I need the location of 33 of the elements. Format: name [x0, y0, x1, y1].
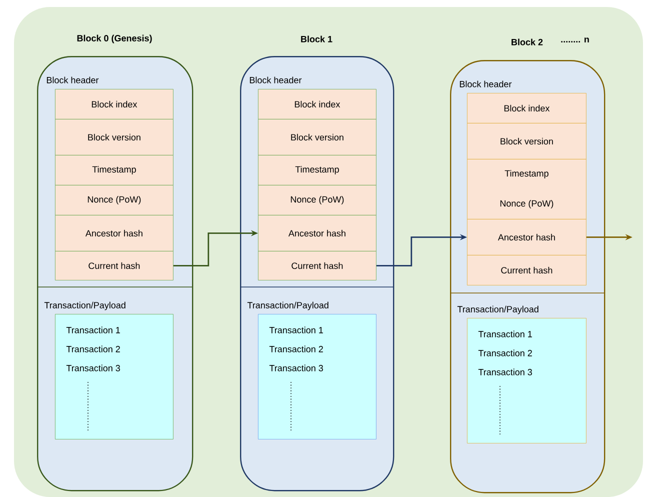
- header-field: Ancestor hash: [258, 215, 376, 252]
- header-field: Block version: [55, 119, 174, 156]
- header-field: Timestamp: [55, 155, 174, 186]
- block-title: Block 1: [301, 36, 332, 42]
- transaction-text: Transaction 1: [66, 326, 120, 334]
- transaction-text: Transaction 2: [66, 346, 120, 352]
- section-label: Transaction/Payload: [457, 306, 538, 314]
- block-title: Block 2: [512, 38, 543, 46]
- continuation-label: ........ n: [561, 38, 589, 42]
- header-field: Timestamp Nonce (PoW): [467, 159, 586, 220]
- transaction-text: Transaction 3: [269, 364, 323, 372]
- header-field: Block index: [258, 89, 376, 120]
- header-field: Timestamp: [258, 155, 376, 186]
- transaction-text: Transaction 3: [478, 368, 532, 376]
- transaction-text: Transaction 2: [269, 346, 323, 352]
- header-field: Current hash: [55, 251, 174, 280]
- header-field: Current hash: [467, 255, 586, 286]
- transaction-text: Transaction 3: [66, 364, 120, 372]
- header-field: Nonce (PoW): [258, 185, 376, 216]
- header-field: Block version: [467, 123, 586, 160]
- transaction-text: Transaction 2: [478, 350, 532, 356]
- header-field: Block index: [467, 93, 586, 124]
- header-field: Ancestor hash: [55, 215, 174, 252]
- header-field: Block index: [55, 89, 174, 120]
- header-field: Ancestor hash: [467, 219, 586, 256]
- block-title: Block 0 (Genesis): [77, 34, 152, 44]
- header-field: Nonce (PoW): [55, 185, 174, 216]
- section-label: Transaction/Payload: [247, 302, 328, 310]
- transaction-text: Transaction 1: [478, 330, 532, 338]
- header-field: Block version: [258, 119, 376, 156]
- section-label: Transaction/Payload: [44, 302, 126, 310]
- header-field: Current hash: [258, 251, 376, 280]
- transaction-text: Transaction 1: [269, 326, 323, 334]
